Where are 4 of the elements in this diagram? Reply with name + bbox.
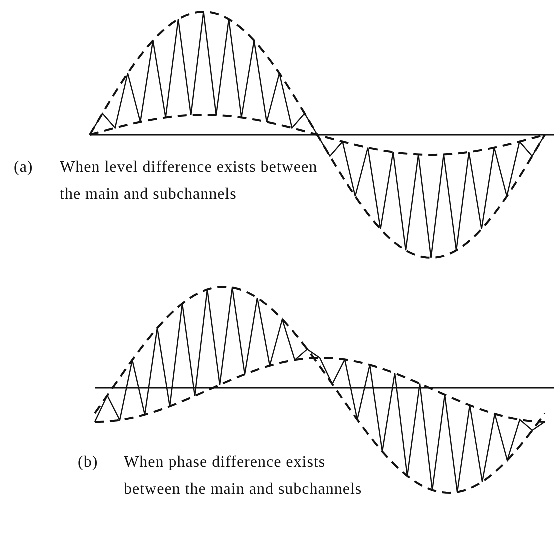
caption-text: When phase difference exists between the main and subchannels bbox=[124, 453, 364, 500]
panel-label: (b) bbox=[78, 453, 100, 473]
panel-label: (a) bbox=[14, 158, 34, 178]
caption-text: When level difference exists between the main and subchannels bbox=[60, 158, 319, 205]
